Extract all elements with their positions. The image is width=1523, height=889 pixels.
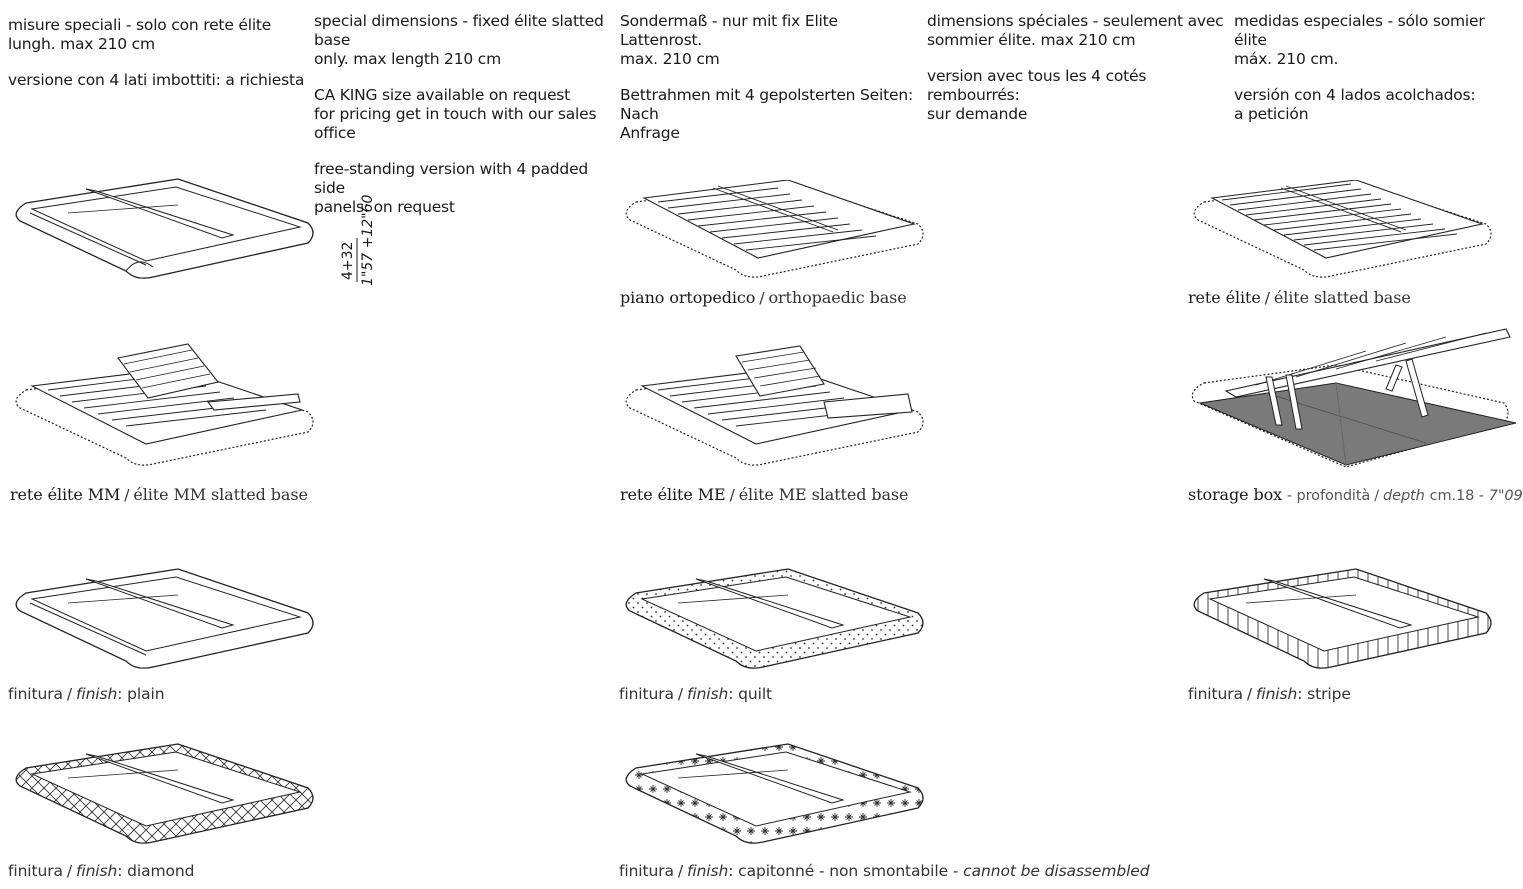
intro-column-de: Sondermaß - nur mit fix Elite Lattenrost… [620, 12, 913, 142]
height-dimension: 4+32 1"57 +12"60 [322, 180, 376, 290]
bed-orthopaedic-base [625, 180, 924, 278]
caption-elite-me-base: rete élite ME/élite ME slatted base [620, 485, 909, 504]
caption-finish-stripe: finitura/finish: stripe [1188, 685, 1351, 703]
dimension-metric: 4+32 [340, 242, 356, 280]
bed-storage-box [1191, 328, 1516, 468]
bed-finish-stripe [1193, 568, 1492, 669]
caption-elite-base: rete élite/élite slatted base [1188, 288, 1411, 307]
caption-elite-mm-base: rete élite MM/élite MM slatted base [10, 485, 308, 504]
caption-finish-diamond: finitura/finish: diamond [8, 862, 195, 880]
intro-column-en: special dimensions - fixed élite slatted… [314, 12, 604, 216]
bed-finish-quilt [625, 568, 924, 669]
bed-elite-mm-base [15, 343, 314, 466]
bed-elite-me-base [625, 345, 924, 466]
caption-orthopaedic-base: piano ortopedico/orthopaedic base [620, 288, 907, 307]
bed-elite-slatted-base [1193, 180, 1492, 278]
bed-finish-diamond [15, 743, 314, 844]
bed-frame-plain-top [15, 178, 314, 279]
caption-finish-capitonne: finitura/finish: capitonné - non smontab… [619, 862, 1150, 880]
bed-finish-capitonne [625, 743, 924, 844]
caption-finish-plain: finitura/finish: plain [8, 685, 165, 703]
caption-finish-quilt: finitura/finish: quilt [619, 685, 773, 703]
dimension-imperial: 1"57 +12"60 [360, 194, 376, 286]
caption-storage-box: storage box - profondità/depth cm.18 - 7… [1188, 485, 1523, 504]
bed-finish-plain [15, 568, 314, 669]
